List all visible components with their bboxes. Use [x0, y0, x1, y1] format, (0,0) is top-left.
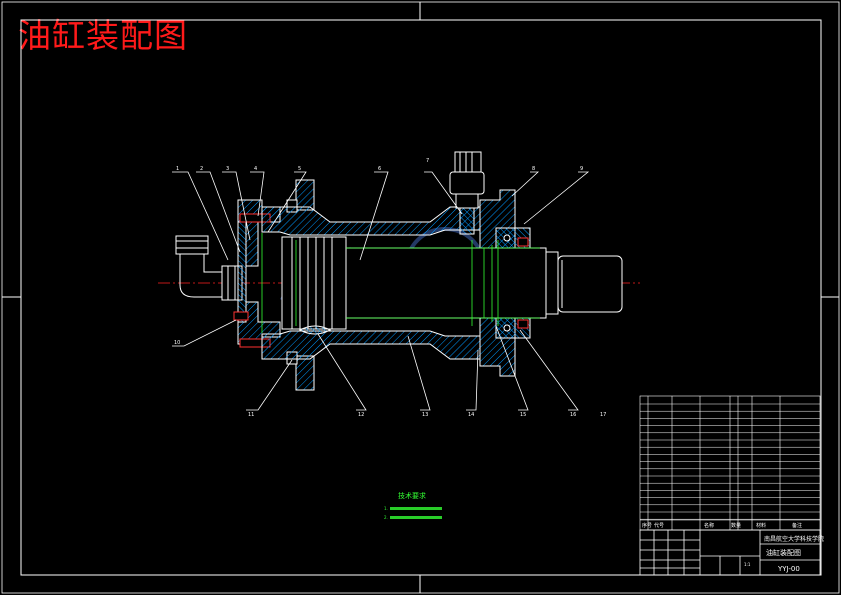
callout-6: 6: [378, 166, 381, 172]
header-code: 代号: [654, 522, 664, 529]
callout-3: 3: [226, 166, 229, 172]
callout-14: 14: [468, 412, 474, 418]
callout-13: 13: [422, 412, 428, 418]
header-remark: 备注: [792, 522, 802, 529]
callout-17: 17: [600, 412, 606, 418]
drawing-number: YYJ-00: [777, 565, 800, 573]
tech-requirements-heading: 技术要求: [398, 491, 426, 500]
callout-15: 15: [520, 412, 526, 418]
title-block: [639, 529, 821, 576]
cylinder-assembly: [175, 151, 623, 391]
callout-9: 9: [580, 166, 583, 172]
callout-16: 16: [570, 412, 576, 418]
callout-2: 2: [200, 166, 203, 172]
elbow-fitting: [175, 235, 243, 301]
callout-12: 12: [358, 412, 364, 418]
callout-labels: 1 2 3 4 5 6 7 8 9 10 11 12 13 14 15 16 1…: [174, 158, 606, 418]
callout-10: 10: [174, 340, 180, 346]
dimension-lines: [261, 233, 540, 333]
header-name: 名称: [704, 522, 714, 529]
leader-lines: [172, 171, 590, 411]
parts-list-rows: [640, 403, 820, 521]
parts-list: [639, 395, 821, 531]
callout-11: 11: [248, 412, 254, 418]
header-material: 材料: [756, 522, 766, 529]
technical-requirements: 技术要求 1. 2.: [384, 491, 442, 520]
header-qty: 数量: [731, 522, 741, 529]
callout-7: 7: [426, 158, 429, 164]
title-block-text: 序号 代号 名称 数量 材料 备注 南昌航空大学科技学院 油缸装配图 YYJ-0…: [642, 522, 824, 573]
callout-5: 5: [298, 166, 301, 172]
drawing-title: 油缸装配图: [18, 16, 188, 55]
top-port-fitting: [449, 151, 485, 235]
callout-4: 4: [254, 166, 257, 172]
barrel-lower: [261, 330, 481, 360]
piston: [281, 236, 347, 335]
tech-requirement-2: 2.: [384, 515, 388, 520]
header-index: 序号: [642, 522, 652, 529]
drawing-scale: 1:1: [744, 562, 751, 567]
callout-1: 1: [176, 166, 179, 172]
rear-flange: [286, 179, 315, 391]
callout-8: 8: [532, 166, 535, 172]
school-name: 南昌航空大学科技学院: [764, 535, 824, 543]
tech-requirement-1: 1.: [384, 506, 388, 511]
drawing-name: 油缸装配图: [766, 548, 801, 557]
